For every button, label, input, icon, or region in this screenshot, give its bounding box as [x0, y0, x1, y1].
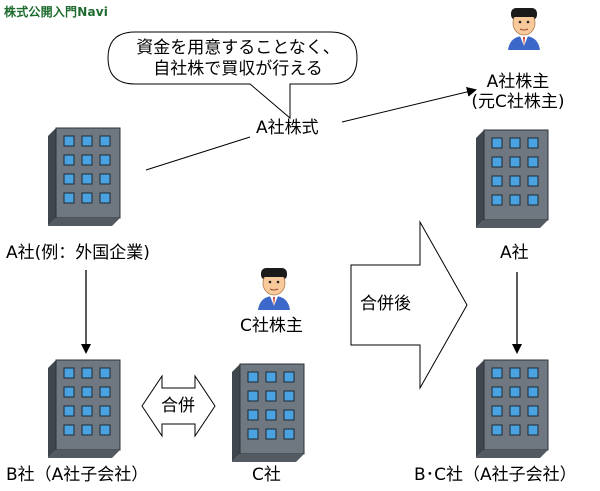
speech-bubble-text: 資金を用意することなく、 自社株で買収が行える: [118, 38, 358, 80]
person-icon-c-shareholder: [257, 267, 291, 311]
label-after-merge: 合併後: [360, 294, 411, 314]
label-company-a: A社(例：外国企業): [6, 243, 150, 263]
share-flow-line-left: [145, 136, 251, 171]
label-company-a-after: A社: [500, 243, 529, 263]
merge-double-arrow: [141, 374, 216, 438]
building-icon-c: [231, 363, 305, 463]
speech-bubble-line1: 資金を用意することなく、: [136, 38, 340, 58]
building-icon-a: [47, 127, 121, 227]
speech-bubble-line2: 自社株で買収が行える: [153, 59, 323, 79]
after-merge-arrow: [350, 220, 468, 390]
building-icon-b: [47, 359, 121, 459]
building-icon-bc: [475, 359, 549, 459]
label-shareholder-c: C社株主: [240, 316, 303, 336]
flow-label-a-shares: A社株式: [256, 118, 319, 138]
label-shareholder-a: A社株主 (元C社株主): [448, 72, 588, 112]
building-icon-a-after: [475, 129, 549, 229]
label-company-c: C社: [252, 465, 281, 485]
label-company-bc: B･C社（A社子会社）: [414, 465, 577, 485]
site-brand: 株式公開入門Navi: [4, 5, 109, 19]
label-shareholder-a-line2: (元C社株主): [471, 92, 565, 112]
label-shareholder-a-line1: A社株主: [486, 72, 550, 92]
label-company-b: B社（A社子会社）: [6, 465, 149, 485]
person-icon-a-shareholder: [507, 7, 541, 51]
speech-bubble: [107, 31, 358, 120]
label-merge: 合併: [161, 396, 195, 416]
share-flow-arrow: [341, 87, 477, 123]
